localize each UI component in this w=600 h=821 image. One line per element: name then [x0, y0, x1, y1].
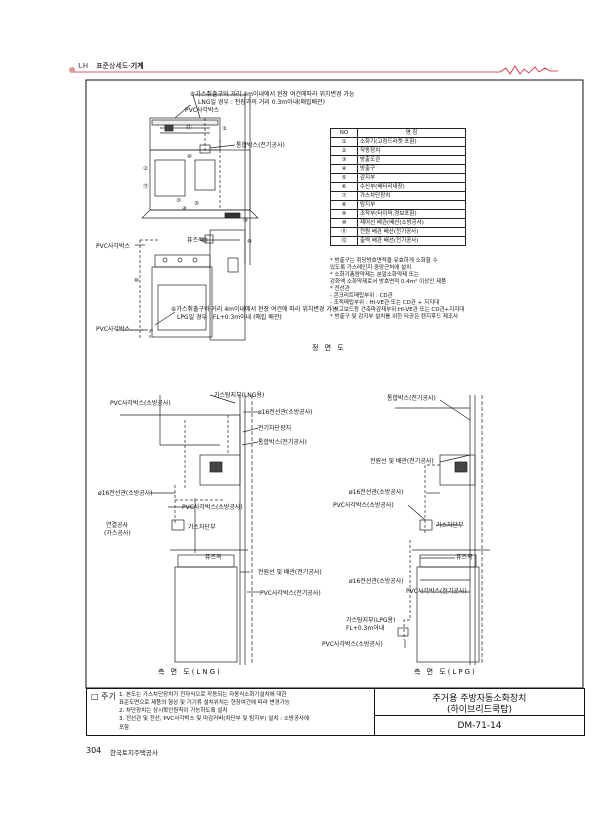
lpg-view-title: 측 면 도(LPG) — [414, 668, 477, 676]
lng-conduit-left: ø16전선관(소방공사) — [98, 490, 153, 497]
note-line: * 소화기총량약제는 분말소화약제 또는 — [330, 272, 419, 278]
lng-conn-box: 통합박스(전기공사) — [258, 439, 307, 446]
callout-1: ① — [222, 126, 227, 132]
note-line: * 방출구는 취당방호면적을 유효하게 소화할 수 — [330, 258, 438, 264]
section-header: 표준상세도-기계 — [96, 62, 144, 70]
note-line: - 조적매립부위 : HI-VE관 또는 CD관 + 지지대 — [330, 300, 440, 306]
general-note-item: 1. 본도는 가스차단장치가 전자식으로 작동되는 자동식소화기설치에 대한 — [119, 692, 287, 698]
lng-pvc-fire: PVC사각박스(소방공사) — [110, 400, 171, 407]
plan-fuse: 퓨즈콕 — [187, 237, 204, 244]
front-view — [115, 94, 259, 341]
lpg-power-wiring: 전원선 및 배관(전기공사) — [370, 458, 434, 465]
general-note-item: 포함 — [119, 725, 130, 731]
lpg-conn-box: 통합박스(전기공사) — [387, 395, 436, 402]
lpg-pvc-elec: PVC사각박스(전기공사) — [406, 588, 467, 595]
lng-power-wiring: 전원선 및 배관(전기공사) — [258, 569, 322, 576]
installation-notes: * 방출구는 취당방호면적을 유효하게 소화할 수 있도록 가스레인지 중앙근처… — [330, 258, 580, 321]
general-note-item: 표준도면으로 제품의 형상 및 기기류 설치위치는 현장여건에 따라 변경가능 — [119, 700, 290, 706]
general-note-item: 3. 전선관 및 전선, PVC사각박스 및 마감커버(차단부 및 탐지부) 설… — [119, 716, 310, 722]
callout-4: ④ — [182, 206, 187, 212]
note-line: 있도록 가스레인지 중앙근처에 설치 — [330, 265, 412, 271]
callout-markers: ⑫ ① ⑥ ② ⑪ ③ ④ ⑤ ⑨ ⑩ ⑩ — [134, 123, 252, 284]
general-notes: □ 주기 1. 본도는 가스차단장치가 전자식으로 작동되는 자동식소화기설치에… — [87, 689, 375, 735]
note-line: - 콘크리트매립부위 : CD관 — [330, 293, 393, 299]
lng-conduit-top: ø16전선관(소방공사) — [258, 409, 313, 416]
note-line: * 방출구 및 감지부 설치를 위한 타공은 렌지후드 제조사 — [330, 314, 459, 320]
lpg-height: FL+0.3m이내 — [346, 625, 385, 632]
lpg-conduit: ø16전선관(소방공사) — [349, 489, 404, 496]
title-block: □ 주기 1. 본도는 가스차단장치가 전자식으로 작동되는 자동식소화기설치에… — [86, 688, 585, 736]
lpg-gas-detector: 가스탐지부(LPG용) — [346, 617, 396, 624]
drawing-code: DM-71-14 — [375, 715, 584, 736]
lng-gas-detector: 가스탐지부(LNG용) — [214, 392, 265, 399]
lng-join-2: (가스공사) — [104, 530, 131, 537]
front-view-title: 정 면 도 — [312, 344, 346, 352]
general-notes-title: □ 주기 — [91, 692, 116, 701]
note-line: - 석고보드등 건축마감재부위:HI-VE관 또는 CD관+지지대 — [330, 307, 465, 313]
lng-gas-cutoff: 가스차단부 — [188, 524, 216, 531]
side-view-lpg — [395, 395, 490, 665]
callout-3: ③ — [176, 198, 181, 204]
callout-6: ⑥ — [187, 154, 192, 160]
plan-pvc-box-top: PVC사각박스 — [185, 107, 219, 114]
side-view-lng — [120, 394, 260, 665]
callout-5: ⑤ — [194, 201, 199, 207]
note-line: 강화액 소화약제로서 방호면적 0.4m² 이상인 제품 — [330, 279, 447, 285]
lh-logo: LH — [78, 62, 89, 70]
lpg-pvc-fire: PVC사각박스(소방공사) — [333, 502, 394, 509]
plan-top-note-1: ⑥가스취출구와 거리 4m이내에서 현장 여건에따라 위치변경 가능 — [190, 91, 355, 98]
callout-10: ⑩ — [134, 277, 139, 284]
legend-header-row: NO 명 칭 — [330, 128, 466, 138]
plan-pvc-box-bottom: PVC사각박스 — [96, 326, 130, 333]
lpg-gas-cutoff: 가스차단부 — [436, 522, 464, 529]
plan-top-note-2: LNG일 경우 : 천장과의 거리 0.3m이내(매립배관) — [198, 99, 325, 106]
plan-bottom-note-2: LPG일 경우 : FL+0.3m이내 (매립 배관) — [177, 314, 282, 321]
lpg-conduit-low: ø16전선관(소방공사) — [349, 578, 404, 585]
callout-2: ② — [143, 165, 148, 172]
publisher-name: 한국토지주택공사 — [110, 749, 158, 757]
drawing-title-box: 주거용 주방자동소화장치 (하이브리드쿡탑) DM-71-14 — [375, 689, 584, 735]
header-decoration — [69, 65, 558, 75]
general-note-item: 2. 차단장치는 상시확인원칙이 가능하도록 설치 — [119, 708, 228, 714]
lng-power-cutoff: 전기차단장치 — [258, 425, 292, 432]
lng-pvc-fire-mid: PVC사각박스(소방공사) — [182, 504, 243, 511]
plan-pvc-box-left: PVC사각박스 — [96, 243, 130, 250]
note-line: * 전선관 — [330, 286, 350, 292]
lng-pvc-elec: PVC사각박스(전기공사) — [260, 590, 321, 597]
lng-fuse: 퓨즈콕 — [205, 554, 222, 561]
lpg-pvc-fire-bottom: PVC사각박스(소방공사) — [322, 641, 383, 648]
callout-11: ⑪ — [143, 182, 149, 190]
callout-10b: ⑩ — [247, 238, 252, 245]
lpg-fuse: 퓨즈콕 — [456, 554, 473, 561]
callout-9: ⑨ — [243, 217, 248, 224]
plan-bottom-note-1: ⑥가스취출구와 거리 4m이내에서 현장 여건에 따라 위치변경 가능 — [171, 306, 338, 313]
callout-12: ⑫ — [186, 123, 192, 131]
drawing-title-line-1: 주거용 주방자동소화장치 — [432, 694, 527, 704]
drawing-title-line-2: (하이브리드쿡탑) — [447, 705, 512, 715]
plan-connection-box: 통합박스(전기공사) — [236, 142, 285, 149]
lng-view-title: 측 면 도(LNG) — [158, 668, 222, 676]
page-number: 304 — [86, 746, 102, 755]
lng-join-1: 연결공사 — [106, 522, 129, 529]
